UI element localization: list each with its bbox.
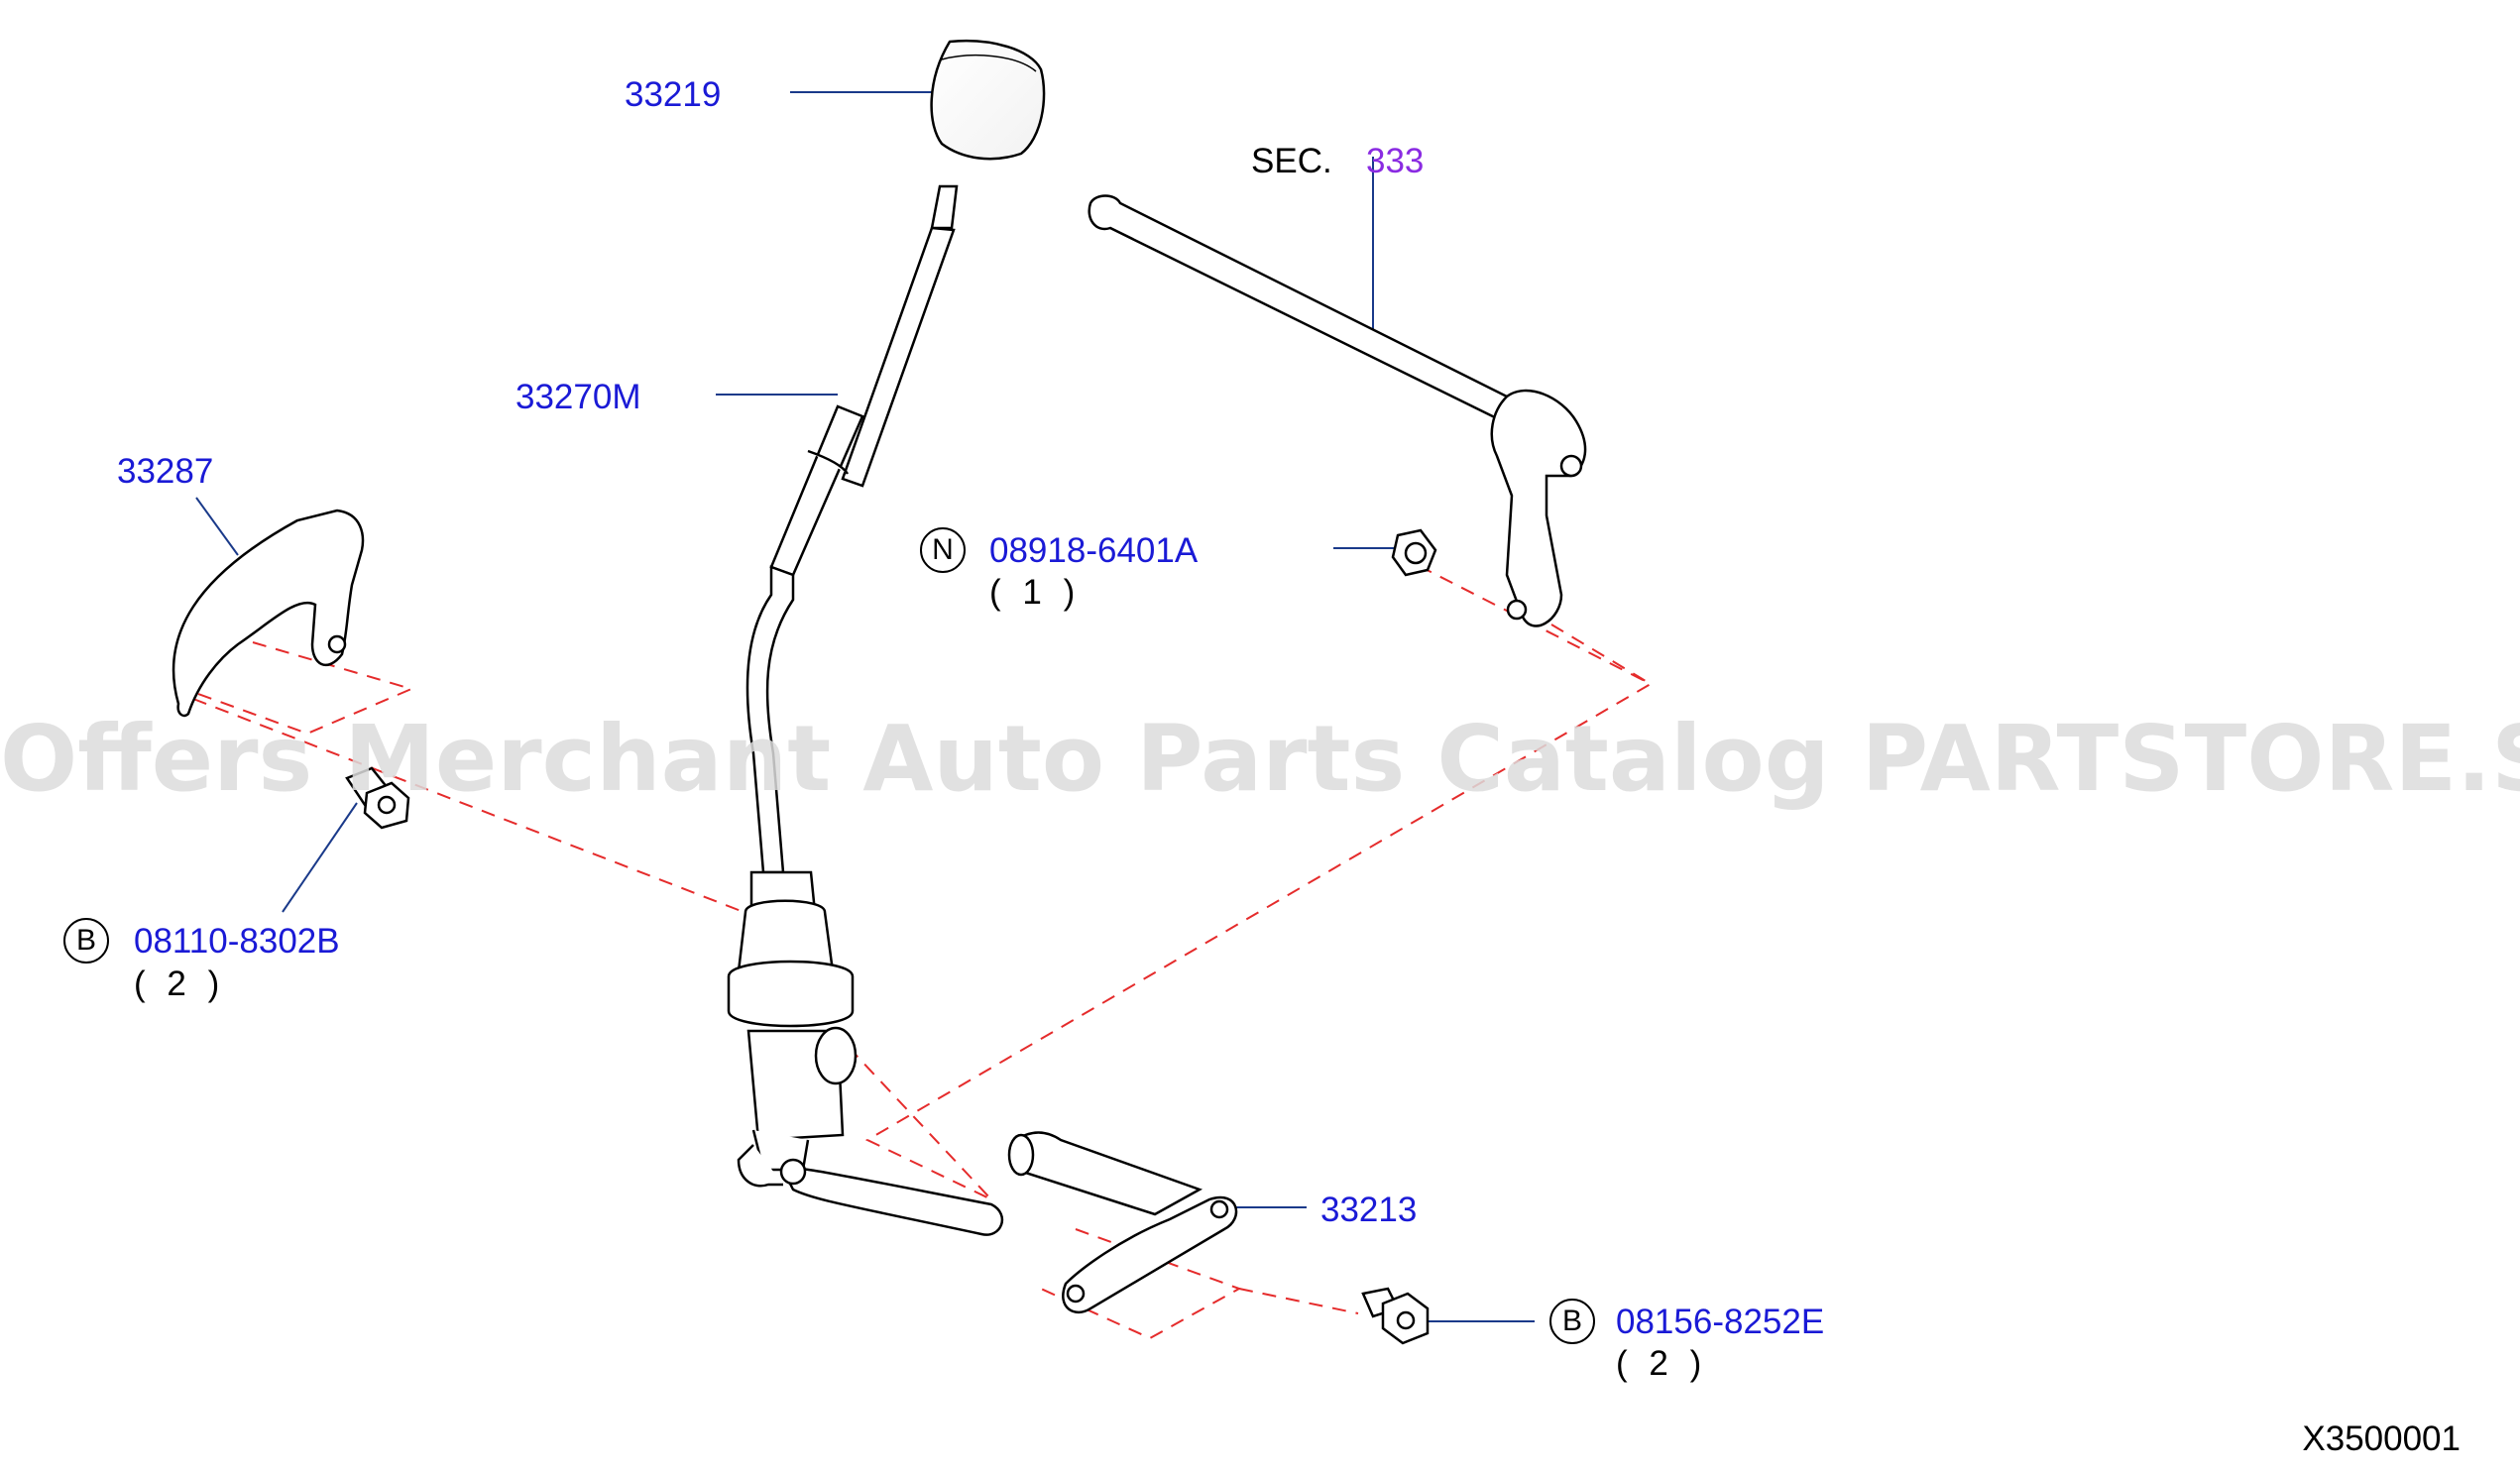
cover-33287: [172, 509, 365, 718]
bolt-right: [1361, 1287, 1430, 1345]
qty-bolt-right: ( 2 ): [1616, 1344, 1708, 1383]
label-cover[interactable]: 33287: [117, 452, 214, 491]
qty-bolt-left: ( 2 ): [134, 965, 226, 1003]
bolt-left: [345, 766, 410, 830]
qty-nut: ( 1 ): [989, 573, 1082, 612]
assembly-dashed-lines: [192, 554, 1654, 1340]
diagram-code: X3500001: [2302, 1419, 2461, 1458]
bracket-33213: [1007, 1131, 1238, 1314]
label-bolt-left[interactable]: 08110-8302B: [134, 922, 340, 961]
watermark: Offers Merchant Auto Parts Catalog PARTS…: [0, 706, 2520, 812]
section-number-link[interactable]: 333: [1366, 142, 1425, 180]
badge-b-right: B: [1549, 1299, 1595, 1344]
label-nut[interactable]: 08918-6401A: [989, 531, 1199, 570]
label-lever[interactable]: 33270M: [515, 378, 641, 416]
control-rod: [1088, 194, 1587, 627]
shift-lever: [727, 184, 1003, 1236]
label-knob[interactable]: 33219: [625, 75, 722, 114]
shift-knob: [930, 40, 1046, 161]
nut: [1391, 528, 1437, 577]
badge-b-left: B: [63, 918, 109, 964]
label-bracket[interactable]: 33213: [1320, 1191, 1418, 1229]
section-prefix: SEC.: [1251, 142, 1332, 180]
badge-n: N: [920, 527, 966, 573]
label-bolt-right[interactable]: 08156-8252E: [1616, 1303, 1825, 1341]
